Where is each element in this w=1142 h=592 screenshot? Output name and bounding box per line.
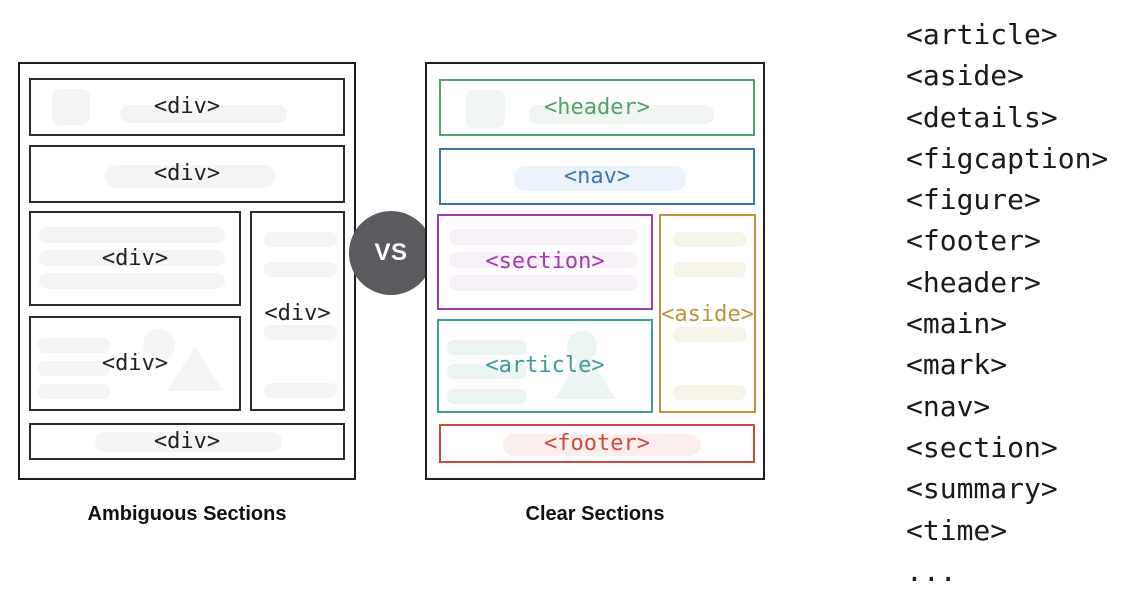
div-box-sidebar: <div>: [250, 211, 345, 411]
clear-caption: Clear Sections: [525, 503, 665, 525]
tag-list-item: <mark>: [906, 348, 1008, 382]
ambiguous-caption: Ambiguous Sections: [87, 503, 287, 525]
placeholder-line: [39, 250, 225, 266]
placeholder-line: [264, 383, 337, 398]
tag-list-item: <article>: [906, 18, 1058, 51]
article-box: <article>: [437, 319, 653, 413]
placeholder-pill: [503, 434, 701, 456]
placeholder-line: [673, 232, 746, 247]
vs-badge: VS: [349, 211, 433, 295]
placeholder-line: [449, 275, 637, 291]
div-box-sidebar-label: <div>: [264, 301, 331, 326]
placeholder-line: [447, 340, 527, 355]
placeholder-line: [38, 361, 110, 376]
image-placeholder-triangle: [167, 347, 223, 391]
aside-box: <aside>: [659, 214, 756, 413]
section-box: <section>: [437, 214, 653, 310]
placeholder-line: [449, 229, 637, 245]
vs-badge-label: VS: [374, 239, 408, 266]
section-box-label: <section>: [485, 249, 605, 274]
div-box-bottom-label: <div>: [153, 428, 221, 454]
placeholder-pill: [120, 105, 287, 123]
placeholder-line: [39, 273, 225, 289]
footer-box-label: <footer>: [544, 430, 650, 456]
nav-box-label: <nav>: [563, 163, 631, 189]
placeholder-line: [449, 252, 637, 268]
div-box-content-2-label: <div>: [101, 350, 169, 376]
header-box-label: <header>: [544, 94, 650, 120]
ambiguous-wireframe-panel: <div> <div> <div> <div> <div>: [18, 62, 356, 480]
tag-list-item: <figure>: [906, 183, 1041, 217]
nav-box: <nav>: [439, 148, 755, 205]
placeholder-line: [673, 327, 746, 342]
tag-list-item: <aside>: [906, 59, 1025, 93]
tag-list-item: <footer>: [906, 224, 1041, 258]
placeholder-line: [264, 325, 337, 340]
placeholder-pill: [514, 166, 686, 191]
tag-list-item: <details>: [906, 100, 1058, 134]
tag-list-item: <section>: [906, 430, 1058, 464]
placeholder-pill: [529, 105, 714, 124]
footer-box: <footer>: [439, 424, 755, 463]
tag-list-item: <figcaption>: [906, 141, 1109, 175]
placeholder-line: [673, 262, 746, 277]
image-placeholder-triangle: [555, 347, 615, 399]
clear-wireframe-panel: <header> <nav> <section> <article> <asid…: [425, 62, 765, 480]
placeholder-pill: [95, 432, 282, 452]
tag-list-item: <header>: [906, 265, 1041, 299]
aside-box-label: <aside>: [661, 302, 754, 327]
div-box-top: <div>: [29, 78, 345, 136]
placeholder-line: [447, 389, 527, 404]
div-box-top-label: <div>: [153, 94, 221, 119]
placeholder-pill: [105, 165, 275, 188]
div-box-nav-row-label: <div>: [153, 161, 221, 186]
tag-list-item: <summary>: [906, 472, 1058, 506]
placeholder-line: [673, 385, 746, 400]
div-box-nav-row: <div>: [29, 145, 345, 203]
div-box-content-2: <div>: [29, 316, 241, 411]
logo-placeholder: [466, 90, 505, 128]
div-box-bottom: <div>: [29, 423, 345, 460]
placeholder-line: [39, 227, 225, 243]
placeholder-line: [264, 262, 337, 277]
semantic-tag-list: <article> <aside> <details> <figcaption>…: [906, 14, 1108, 592]
tag-list-item: <main>: [906, 307, 1008, 341]
header-box: <header>: [439, 79, 755, 136]
tag-list-item: <time>: [906, 513, 1008, 547]
div-box-content-1-label: <div>: [101, 245, 169, 271]
tag-list-item: <nav>: [906, 389, 991, 423]
div-box-content-1: <div>: [29, 211, 241, 306]
placeholder-line: [264, 232, 337, 247]
placeholder-line: [447, 364, 527, 379]
tag-list-item: ...: [906, 554, 957, 588]
logo-placeholder: [52, 89, 90, 125]
placeholder-line: [38, 384, 110, 399]
placeholder-line: [38, 338, 110, 353]
article-box-label: <article>: [485, 353, 605, 378]
